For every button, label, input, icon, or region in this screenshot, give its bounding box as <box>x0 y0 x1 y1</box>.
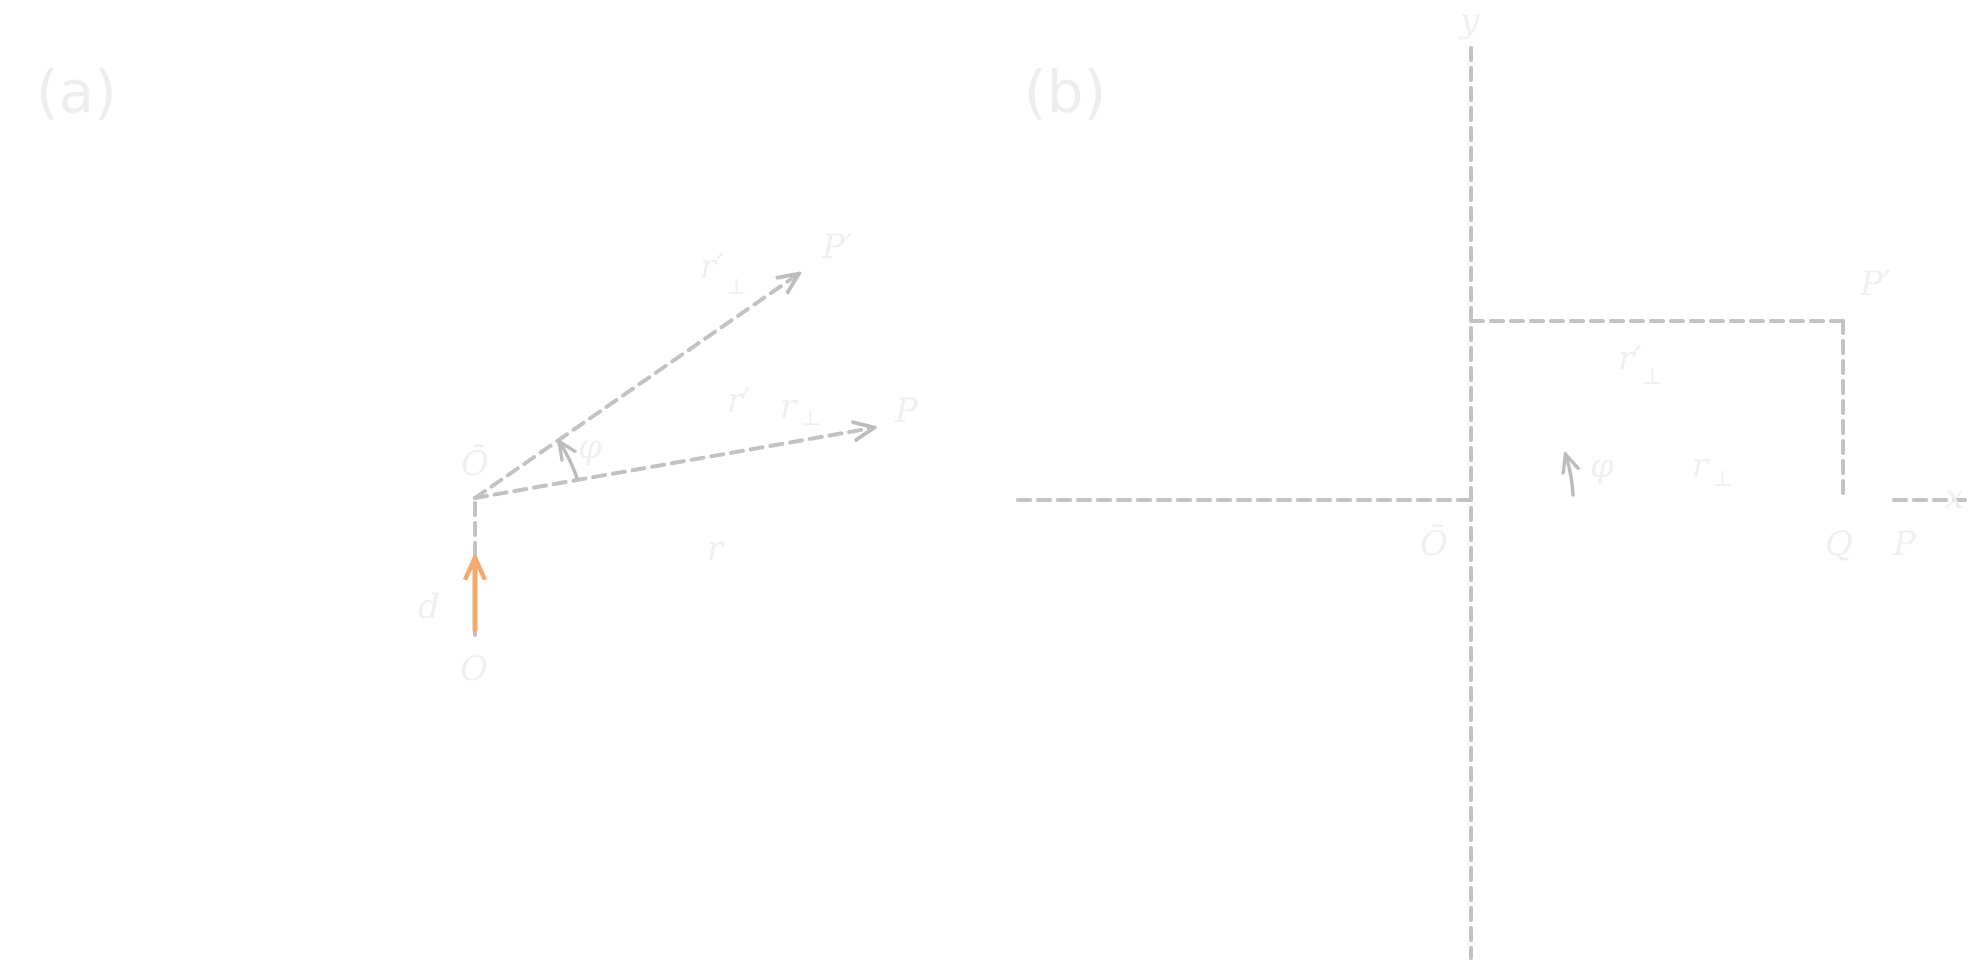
label-r: r <box>707 529 725 569</box>
label-r-perp-prime: r′ <box>700 247 724 287</box>
label-p: P <box>894 391 919 431</box>
vector-r-to-p-prime <box>473 275 797 500</box>
label-x-axis: x <box>1945 477 1964 517</box>
label-y-axis: y <box>1458 1 1480 41</box>
label-r-perp-prime-sub: ⊥ <box>726 275 747 300</box>
label-phi: φ <box>578 427 602 467</box>
vector-r-to-p <box>473 428 872 500</box>
rotation-arc-phi <box>560 443 579 480</box>
label-o: O <box>460 649 488 689</box>
label-r-perp-prime-b: r′ <box>1618 339 1642 379</box>
label-p-b: P <box>1892 524 1917 564</box>
label-r-perp-sub: ⊥ <box>800 406 821 431</box>
label-q: Q <box>1825 524 1853 564</box>
label-p-prime-b: P′ <box>1859 264 1891 304</box>
label-r-perp-b: r <box>1692 446 1710 486</box>
label-p-prime: P′ <box>821 227 853 267</box>
label-phi-b: φ <box>1590 446 1614 486</box>
panel-a: (a) Ō O d P P′ r r′ r ⊥ r′ ⊥ φ <box>36 58 919 689</box>
label-r-perp-prime-sub-b: ⊥ <box>1642 365 1663 390</box>
label-r-prime: r′ <box>727 381 751 421</box>
label-r-perp-sub-b: ⊥ <box>1712 467 1733 492</box>
label-r-perp: r <box>780 387 798 427</box>
panel-a-label: (a) <box>36 58 117 126</box>
label-o-bar: Ō <box>461 444 489 484</box>
label-d: d <box>418 587 440 627</box>
rotation-arc-phi-b <box>1566 456 1573 497</box>
panel-b-label: (b) <box>1024 58 1106 126</box>
panel-b: (b) y x Ō Q P P′ φ r ⊥ r′ ⊥ <box>1016 1 1967 960</box>
label-o-bar-b: Ō <box>1420 524 1448 564</box>
